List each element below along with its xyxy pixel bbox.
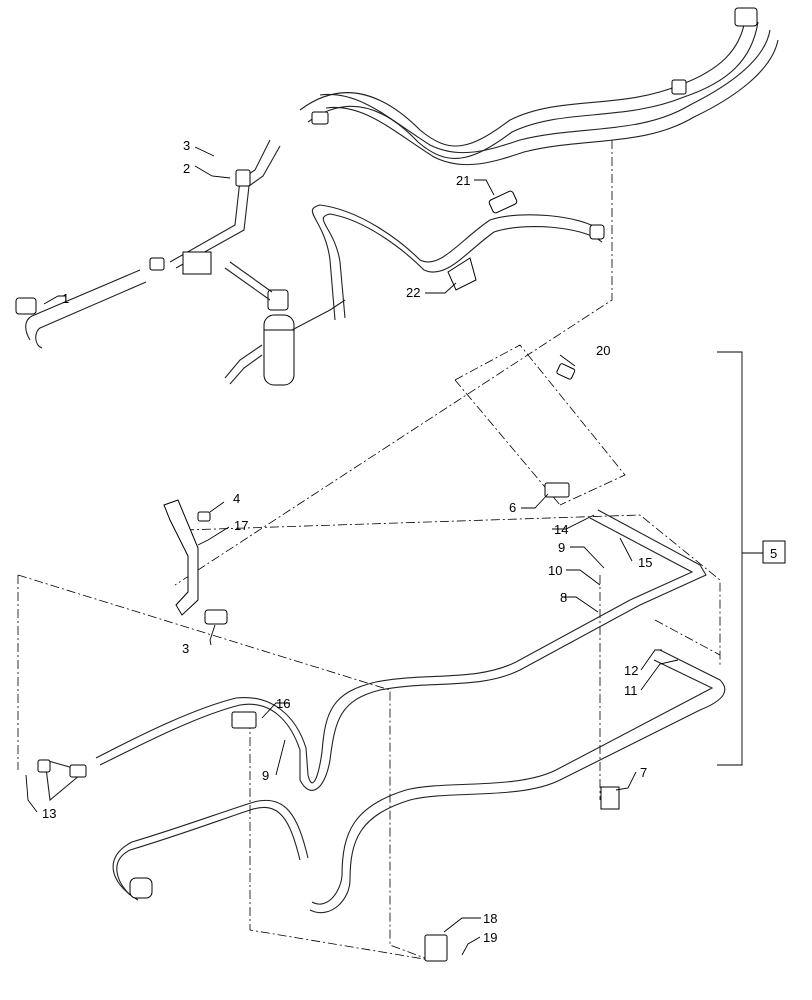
connector-item-6 xyxy=(544,482,570,498)
bolt-item-20 xyxy=(556,363,576,380)
callout-3-upper: 3 xyxy=(183,138,190,153)
callout-13: 13 xyxy=(42,806,56,821)
receiver-drier xyxy=(224,261,295,386)
callout-2: 2 xyxy=(183,161,190,176)
callout-20: 20 xyxy=(596,343,610,358)
callout-7: 7 xyxy=(640,765,647,780)
callout-11: 11 xyxy=(624,683,638,698)
callout-18: 18 xyxy=(483,911,497,926)
callout-3-lower: 3 xyxy=(182,641,189,656)
upper-hose-assembly xyxy=(299,7,779,166)
upper-mid-hoses xyxy=(291,190,605,331)
callout-19: 19 xyxy=(483,930,497,945)
callout-17: 17 xyxy=(234,518,248,533)
callout-16: 16 xyxy=(276,696,290,711)
callout-leaders xyxy=(25,146,679,956)
callout-12: 12 xyxy=(624,663,638,678)
callout-6: 6 xyxy=(509,500,516,515)
lower-hose-assembly xyxy=(37,509,726,962)
callout-9-right: 9 xyxy=(558,540,565,555)
bracket-item-17 xyxy=(163,499,228,625)
callout-21: 21 xyxy=(456,173,470,188)
callout-1: 1 xyxy=(62,291,69,306)
callout-9-left: 9 xyxy=(262,768,269,783)
callout-15: 15 xyxy=(638,555,652,570)
callout-5-box xyxy=(762,540,786,564)
callout-14: 14 xyxy=(554,522,568,537)
callout-5: 5 xyxy=(770,546,777,561)
callout-22: 22 xyxy=(406,285,420,300)
callout-labels: 1 2 3 21 22 20 4 17 6 14 15 9 10 8 12 11… xyxy=(42,138,777,945)
pipe-bracket-item-2 xyxy=(149,139,281,275)
callout-4: 4 xyxy=(233,491,240,506)
hose-item-1 xyxy=(15,269,147,349)
callout-10: 10 xyxy=(548,563,562,578)
callout-8: 8 xyxy=(560,590,567,605)
